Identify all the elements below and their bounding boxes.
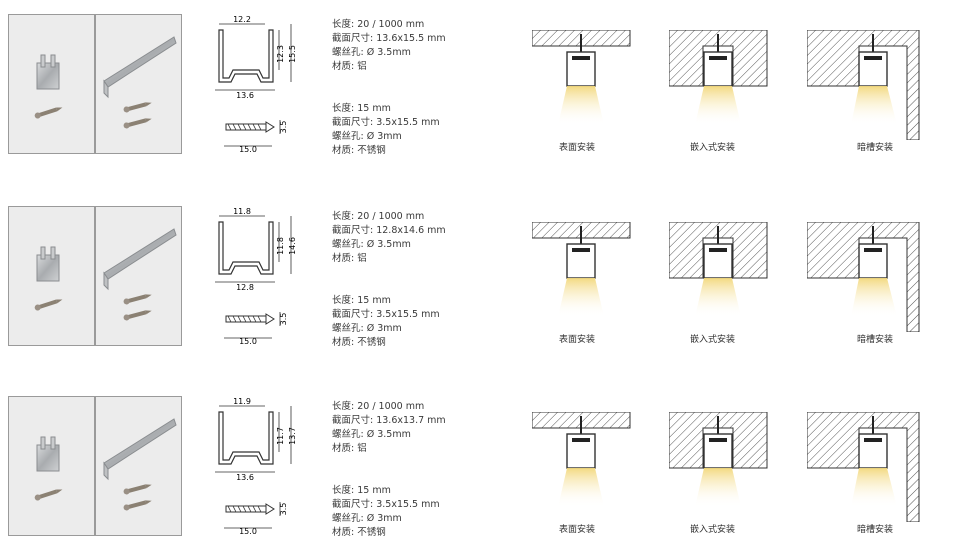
screw-head-label: 3.5	[279, 313, 288, 326]
spec-line: 长度: 20 / 1000 mm	[332, 401, 425, 412]
end-cap-image	[34, 246, 63, 311]
spec-line: 材质: 不锈钢	[332, 145, 386, 156]
spec-line: 螺丝孔: Ø 3mm	[332, 131, 402, 142]
product-row: 11.9 11.7 13.7 13.6 15.0 3.5 长度: 20 / 10…	[0, 396, 956, 556]
spec-line: 材质: 铝	[332, 443, 367, 454]
cove-install-diagram	[807, 412, 920, 522]
end-cap-photo	[8, 396, 95, 536]
width-dim-label: 12.2	[233, 15, 251, 24]
width-dim-label: 11.9	[233, 397, 251, 406]
height-dim-label: 11.8	[276, 237, 285, 255]
product-row: 12.2 12.3 15.5 13.6 15.0 3.5 长度: 20 / 10…	[0, 14, 956, 174]
spec-line: 螺丝孔: Ø 3.5mm	[332, 429, 411, 440]
spec-line: 截面尺寸: 3.5x15.5 mm	[332, 499, 440, 510]
profile-photo	[95, 206, 182, 346]
recessed-install-caption: 嵌入式安装	[690, 143, 736, 153]
base-dim-label: 13.6	[236, 91, 254, 99]
screw-drawing: 15.0 3.5	[218, 114, 298, 156]
spec-line: 螺丝孔: Ø 3.5mm	[332, 239, 411, 250]
profile-image	[103, 36, 177, 129]
surface-install-diagram	[532, 222, 632, 317]
width-dim-label: 11.8	[233, 207, 251, 216]
profile-drawing: 12.2 12.3 15.5 13.6	[205, 14, 300, 99]
profile-photo	[95, 396, 182, 536]
surface-install-diagram	[532, 30, 632, 125]
spec-line: 材质: 不锈钢	[332, 337, 386, 348]
surface-install-caption: 表面安装	[559, 525, 596, 535]
spec-line: 材质: 铝	[332, 253, 367, 264]
cove-install-diagram	[807, 30, 920, 140]
screw-specs: 长度: 15 mm 截面尺寸: 3.5x15.5 mm 螺丝孔: Ø 3mm 材质: …	[332, 484, 440, 540]
spec-line: 材质: 不锈钢	[332, 527, 386, 538]
screw-length-label: 15.0	[239, 145, 257, 154]
spec-line: 长度: 15 mm	[332, 485, 391, 496]
screw-specs: 长度: 15 mm 截面尺寸: 3.5x15.5 mm 螺丝孔: Ø 3mm 材质: …	[332, 294, 440, 350]
screw-specs: 长度: 15 mm 截面尺寸: 3.5x15.5 mm 螺丝孔: Ø 3mm 材质: …	[332, 102, 440, 158]
end-cap-image	[34, 436, 63, 501]
spec-line: 截面尺寸: 13.6x15.5 mm	[332, 33, 446, 44]
recessed-install-diagram	[669, 412, 769, 507]
outer-height-dim-label: 15.5	[288, 45, 297, 63]
spec-line: 长度: 20 / 1000 mm	[332, 211, 425, 222]
base-dim-label: 12.8	[236, 283, 254, 291]
cove-install-caption: 暗槽安装	[857, 143, 894, 153]
spec-line: 截面尺寸: 13.6x13.7 mm	[332, 415, 446, 426]
height-dim-label: 11.7	[276, 427, 285, 445]
cove-install-caption: 暗槽安装	[857, 335, 894, 345]
screw-head-label: 3.5	[279, 121, 288, 134]
spec-line: 螺丝孔: Ø 3mm	[332, 513, 402, 524]
end-cap-photo	[8, 206, 95, 346]
surface-install-caption: 表面安装	[559, 143, 596, 153]
screw-drawing: 15.0 3.5	[218, 496, 298, 538]
screw-head-label: 3.5	[279, 503, 288, 516]
height-dim-label: 12.3	[276, 45, 285, 63]
spec-line: 截面尺寸: 3.5x15.5 mm	[332, 117, 440, 128]
profile-photo	[95, 14, 182, 154]
profile-specs: 长度: 20 / 1000 mm 截面尺寸: 13.6x15.5 mm 螺丝孔: Ø…	[332, 18, 446, 74]
cove-install-caption: 暗槽安装	[857, 525, 894, 535]
screw-length-label: 15.0	[239, 527, 257, 536]
base-dim-label: 13.6	[236, 473, 254, 481]
end-cap-photo	[8, 14, 95, 154]
spec-line: 螺丝孔: Ø 3mm	[332, 323, 402, 334]
spec-line: 长度: 20 / 1000 mm	[332, 19, 425, 30]
profile-image	[103, 228, 177, 321]
surface-install-caption: 表面安装	[559, 335, 596, 345]
profile-image	[103, 418, 177, 511]
profile-specs: 长度: 20 / 1000 mm 截面尺寸: 13.6x13.7 mm 螺丝孔: Ø…	[332, 400, 446, 456]
profile-drawing: 11.9 11.7 13.7 13.6	[205, 396, 300, 481]
cove-install-diagram	[807, 222, 920, 332]
outer-height-dim-label: 13.7	[288, 427, 297, 445]
recessed-install-caption: 嵌入式安装	[690, 335, 736, 345]
recessed-install-diagram	[669, 222, 769, 317]
spec-line: 长度: 15 mm	[332, 103, 391, 114]
outer-height-dim-label: 14.6	[288, 237, 297, 255]
profile-specs: 长度: 20 / 1000 mm 截面尺寸: 12.8x14.6 mm 螺丝孔: Ø…	[332, 210, 446, 266]
profile-drawing: 11.8 11.8 14.6 12.8	[205, 206, 300, 291]
product-row: 11.8 11.8 14.6 12.8 15.0 3.5 长度: 20 / 10…	[0, 206, 956, 366]
recessed-install-diagram	[669, 30, 769, 125]
spec-line: 长度: 15 mm	[332, 295, 391, 306]
end-cap-image	[34, 54, 63, 119]
spec-line: 截面尺寸: 12.8x14.6 mm	[332, 225, 446, 236]
spec-line: 螺丝孔: Ø 3.5mm	[332, 47, 411, 58]
surface-install-diagram	[532, 412, 632, 507]
screw-drawing: 15.0 3.5	[218, 306, 298, 348]
spec-line: 截面尺寸: 3.5x15.5 mm	[332, 309, 440, 320]
screw-length-label: 15.0	[239, 337, 257, 346]
recessed-install-caption: 嵌入式安装	[690, 525, 736, 535]
spec-line: 材质: 铝	[332, 61, 367, 72]
